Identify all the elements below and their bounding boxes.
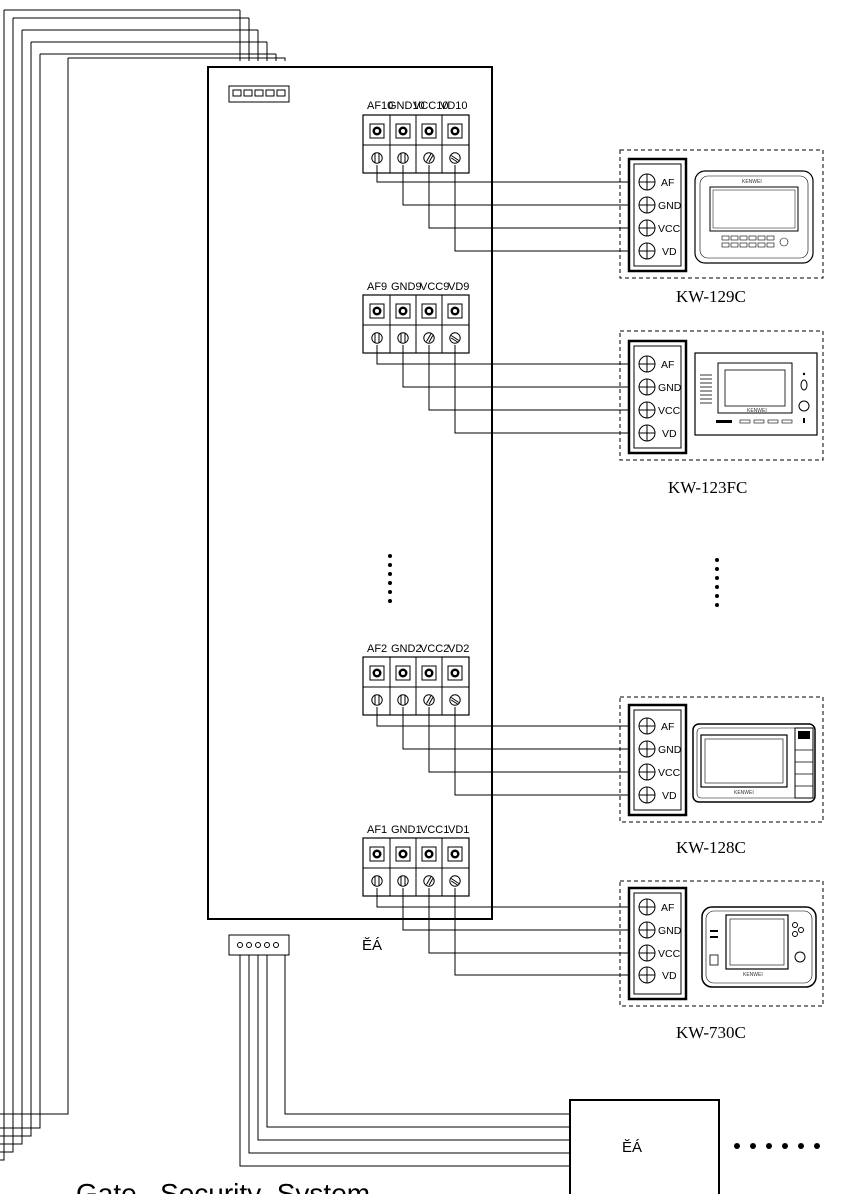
monitor-wires bbox=[376, 165, 636, 976]
pin-label-vd: VD bbox=[662, 970, 677, 982]
port-label-gnd10: GND10 bbox=[388, 100, 425, 112]
monitor-kw-128c: AF GND VCC VD KENWEI KW-128C bbox=[619, 696, 824, 857]
monitor-brand-label: KENWEI bbox=[743, 972, 763, 978]
pin-label-vcc: VCC bbox=[658, 405, 681, 417]
port-label-vcc2: VCC2 bbox=[420, 643, 449, 655]
monitor-model-label: KW-730C bbox=[676, 1023, 746, 1042]
port-label-gnd2: GND2 bbox=[391, 643, 422, 655]
pin-label-gnd: GND bbox=[658, 744, 682, 756]
pin-label-af: AF bbox=[661, 359, 674, 371]
port-label-af2: AF2 bbox=[367, 643, 387, 655]
distributor-board bbox=[207, 66, 493, 920]
bottom-connector bbox=[228, 934, 290, 956]
monitor-brand-label: KENWEI bbox=[747, 408, 767, 414]
distributor-center-label: ĔÁ bbox=[362, 937, 382, 954]
pin-label-vd: VD bbox=[662, 428, 677, 440]
pin-label-vd: VD bbox=[662, 790, 677, 802]
terminal-block-1: AF1 GND1 VCC1 VD1 bbox=[362, 824, 470, 897]
port-label-vd10: VD10 bbox=[440, 100, 468, 112]
port-label-af1: AF1 bbox=[367, 824, 387, 836]
port-label-gnd1: GND1 bbox=[391, 824, 422, 836]
monitor-kw-129c: AF GND VCC VD KENWEI KW-129C bbox=[619, 149, 824, 306]
controller-box: ĔÁ bbox=[569, 1099, 720, 1194]
monitor-kw-730c: AF GND VCC VD KENWEI KW-730C bbox=[619, 880, 824, 1042]
terminal-block-10: AF10 GND10 VCC10 VD10 bbox=[362, 100, 470, 174]
port-label-vcc9: VCC9 bbox=[420, 281, 449, 293]
port-label-gnd9: GND9 bbox=[391, 281, 422, 293]
pin-label-vcc: VCC bbox=[658, 948, 681, 960]
terminal-block-9: AF9 GND9 VCC9 VD9 bbox=[362, 281, 470, 354]
port-label-vcc1: VCC1 bbox=[420, 824, 449, 836]
pin-label-gnd: GND bbox=[658, 200, 682, 212]
pin-label-vd: VD bbox=[662, 246, 677, 258]
footer-title: Gate Security System bbox=[76, 1178, 370, 1194]
controller-label: ĔÁ bbox=[622, 1139, 642, 1156]
pin-label-af: AF bbox=[661, 721, 674, 733]
port-label-vd1: VD1 bbox=[448, 824, 469, 836]
pin-label-af: AF bbox=[661, 177, 674, 189]
pin-label-vcc: VCC bbox=[658, 223, 681, 235]
monitor-brand-label: KENWEI bbox=[742, 179, 762, 185]
port-label-af9: AF9 bbox=[367, 281, 387, 293]
ellipsis-controllers bbox=[734, 1143, 820, 1149]
ellipsis-monitors bbox=[715, 558, 719, 607]
bus-wires-top bbox=[0, 9, 286, 1161]
pin-label-gnd: GND bbox=[658, 382, 682, 394]
monitor-brand-label: KENWEI bbox=[734, 790, 754, 796]
port-label-vd9: VD9 bbox=[448, 281, 469, 293]
bus-wires-bottom bbox=[239, 955, 570, 1167]
pin-label-af: AF bbox=[661, 902, 674, 914]
port-label-vcc10: VCC10 bbox=[413, 100, 448, 112]
monitor-model-label: KW-129C bbox=[676, 287, 746, 306]
monitor-model-label: KW-128C bbox=[676, 838, 746, 857]
ellipsis-board bbox=[388, 554, 392, 603]
pin-label-vcc: VCC bbox=[658, 767, 681, 779]
port-label-af10: AF10 bbox=[367, 100, 393, 112]
terminal-block-2: AF2 GND2 VCC2 VD2 bbox=[362, 643, 470, 716]
monitor-model-label: KW-123FC bbox=[668, 478, 747, 497]
top-connector bbox=[228, 85, 290, 103]
monitor-kw-123fc: AF GND VCC VD KENWEI KW-123FC bbox=[619, 330, 824, 497]
port-label-vd2: VD2 bbox=[448, 643, 469, 655]
pin-label-gnd: GND bbox=[658, 925, 682, 937]
